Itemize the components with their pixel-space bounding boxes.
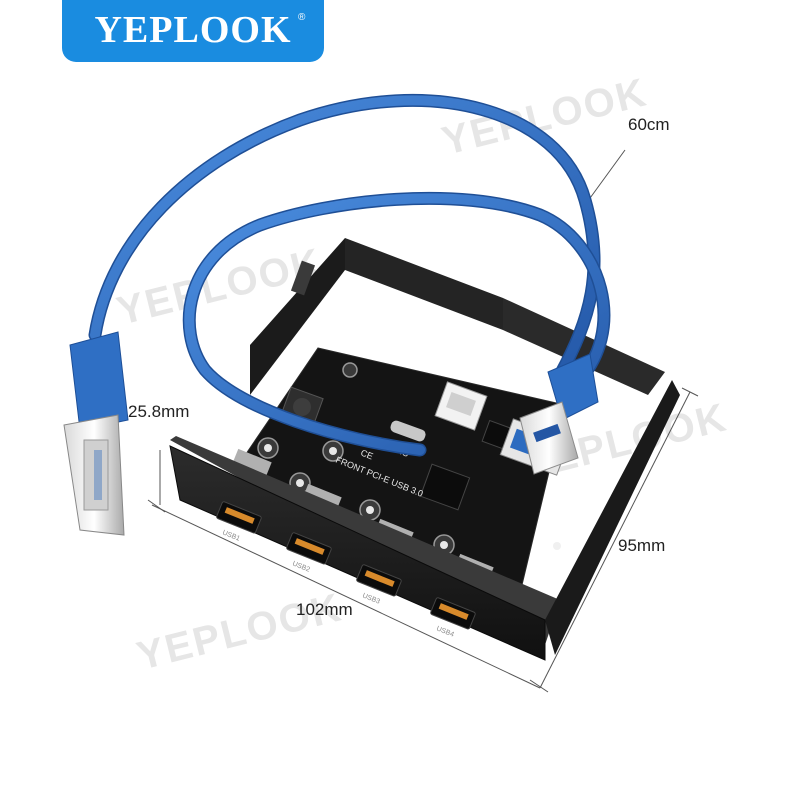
ce-mark: CE <box>359 448 374 462</box>
usb-a-plug-left <box>63 331 129 536</box>
crystal-oscillator <box>390 420 426 442</box>
port-label: USB1 <box>221 529 241 542</box>
height-label: 25.8mm <box>128 402 190 421</box>
controller-chip <box>419 463 471 511</box>
depth-dimension-line <box>539 391 691 689</box>
width-label: 102mm <box>296 600 353 619</box>
mounting-bracket <box>250 238 665 395</box>
front-faceplate: USB1 USB2 USB3 USB4 <box>169 380 680 661</box>
cable-length-leader <box>584 149 626 206</box>
port-label: USB3 <box>361 592 381 605</box>
depth-label: 95mm <box>618 536 666 555</box>
brand-logo: YEPLOOK ® <box>62 0 324 62</box>
usb-a-plug-right <box>519 353 599 475</box>
width-dimension-line <box>151 504 541 689</box>
front-usb-ports <box>216 501 476 630</box>
port-label: USB4 <box>435 625 455 638</box>
usb3-cable <box>88 93 611 457</box>
brand-name: YEPLOOK <box>94 9 292 51</box>
registered-mark: ® <box>298 12 306 23</box>
cable-length-label: 60cm <box>628 115 670 134</box>
mounting-hole <box>553 542 561 550</box>
dimension-lines <box>147 149 699 693</box>
